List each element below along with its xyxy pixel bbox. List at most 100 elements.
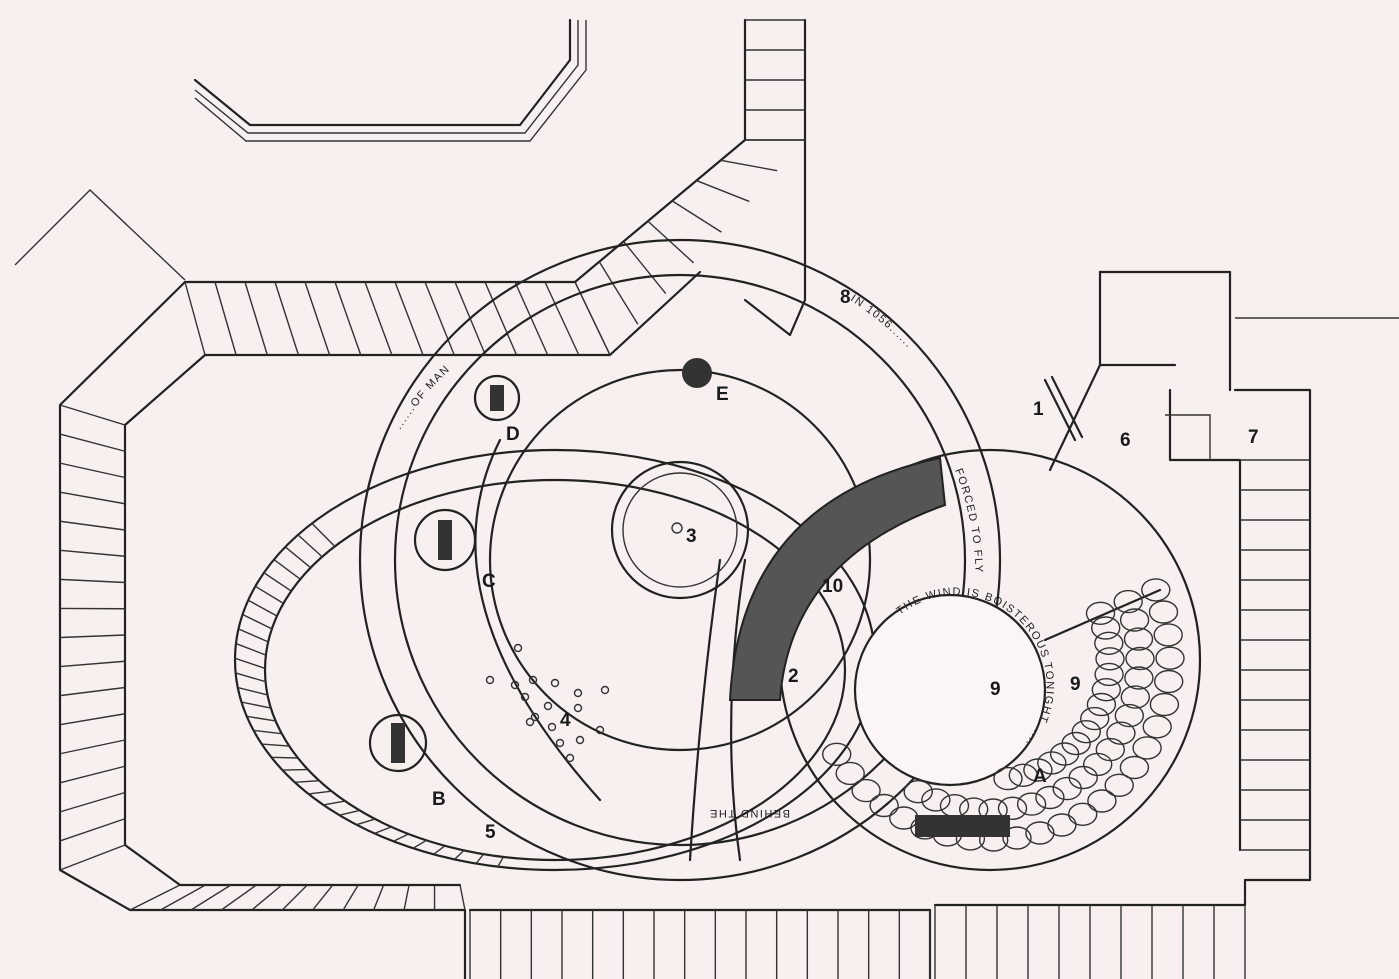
pebble (520, 692, 530, 702)
step (273, 559, 301, 580)
paving-stone (822, 742, 852, 766)
paving-stone (1049, 742, 1080, 766)
paving-stone (939, 794, 970, 818)
hedge-segment (364, 281, 393, 356)
paving-stone (1114, 703, 1145, 728)
hedge-segment (394, 281, 424, 356)
svg-text:BEHIND THE: BEHIND THE (709, 807, 790, 819)
hedge-segment (59, 520, 126, 531)
hedge-segment (514, 281, 549, 356)
step (253, 729, 282, 735)
paving-stone (1085, 601, 1116, 625)
circle-9 (853, 593, 1047, 787)
paving-stone (1052, 776, 1082, 801)
label-9: 9 (990, 679, 1001, 700)
pebble-area-4 (485, 643, 610, 763)
steps-5 (234, 522, 504, 867)
step (235, 642, 267, 656)
pebble (513, 643, 523, 653)
hedge-segment (59, 739, 126, 755)
hedge-segment (459, 884, 466, 911)
paving-stone (1113, 589, 1143, 614)
paving-stone (1047, 813, 1077, 837)
hedge-segment (59, 634, 126, 639)
step (254, 585, 284, 604)
pebble (555, 738, 565, 748)
step (247, 599, 278, 617)
hedge-segment (696, 179, 750, 203)
paving-stone (1067, 802, 1098, 826)
pebble (525, 717, 535, 727)
label-8: 8 (840, 287, 851, 308)
pebble (595, 725, 605, 735)
svg-text:FORCED TO FLY: FORCED TO FLY (952, 467, 984, 574)
paving-stone (993, 766, 1023, 791)
paving-stone (835, 761, 865, 786)
hedge-segment (59, 433, 126, 452)
label-6: 6 (1120, 430, 1131, 451)
paving-stone (959, 797, 989, 821)
label-5: 5 (485, 822, 496, 843)
paving-stone (1120, 685, 1151, 709)
label-10: 10 (822, 576, 843, 597)
step (339, 809, 360, 816)
pebble (550, 678, 560, 688)
paving-stone (979, 828, 1009, 852)
hedge-segment (59, 686, 126, 697)
paving-stone (1119, 755, 1150, 780)
paving-stone (1091, 678, 1122, 702)
pebble (510, 680, 520, 690)
paving-stone (1071, 720, 1102, 744)
hedge-segment (129, 884, 181, 911)
paving-stone (1095, 647, 1125, 671)
hedge-segment (59, 844, 126, 871)
circles (233, 238, 1202, 882)
step (311, 522, 336, 547)
step (237, 686, 268, 696)
paving-stone (1087, 789, 1117, 813)
paving-stone (1132, 736, 1162, 760)
hedge-segment (342, 884, 359, 911)
paving-stone (1142, 715, 1172, 739)
step (454, 849, 465, 860)
paving-stone (1104, 773, 1134, 797)
hedge-segment (59, 713, 126, 726)
step (271, 756, 299, 759)
paving-stone (1016, 792, 1047, 816)
step (235, 672, 266, 683)
hedge-segment (251, 884, 283, 911)
step (241, 701, 272, 709)
paving-stone (1035, 785, 1065, 810)
step (323, 800, 346, 806)
hedge-segment (403, 884, 410, 911)
hedge-segment (160, 884, 206, 911)
paving-stone (851, 778, 881, 803)
hedge-segment (274, 281, 300, 356)
step (308, 790, 332, 795)
step (234, 657, 266, 670)
hedge-segment (304, 281, 331, 356)
label-b: B (432, 789, 446, 810)
hedge-segment (244, 281, 268, 356)
label-d: D (506, 424, 520, 445)
step (497, 856, 504, 867)
hedge-segment (484, 281, 518, 356)
pebble (547, 722, 557, 732)
paving-stone (997, 796, 1028, 820)
paving-stone (889, 806, 919, 830)
paving-stone (1086, 692, 1117, 717)
paving-stone (869, 793, 899, 818)
pebble (530, 712, 540, 722)
hedge-segment (334, 281, 362, 356)
hedge-segment (190, 884, 232, 911)
step (294, 779, 320, 783)
hedge-segment (281, 884, 308, 911)
hedge-segment (671, 200, 722, 233)
pebble (573, 688, 583, 698)
label-4: 4 (560, 710, 571, 731)
paving-stone (1106, 721, 1136, 745)
paving-stone (903, 780, 933, 804)
label-e: E (716, 384, 729, 405)
